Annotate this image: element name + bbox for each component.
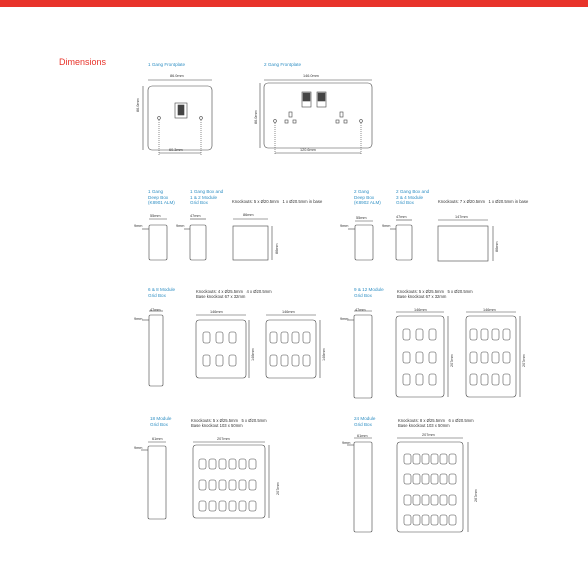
b5-side-label: 9mm [134,317,143,321]
box-3-title: 2 Gang Deep Box (K8902 ALM) [354,189,381,206]
box-8-title: 24 Module Grid Box [354,416,376,427]
b2-width-label: 86mm [243,213,254,217]
box-7-title: 18 Module Grid Box [150,416,172,427]
box-4-knockouts: Knockouts: 7 x Ø20.5mm 1 x Ø20.5mm in ba… [438,199,529,204]
b5-width2-label: 146mm [282,310,295,314]
box-1-title: 1 Gang Deep Box (K8901 ALM) [148,189,175,206]
box-5-drawing [142,310,321,387]
b2-side-label: 9mm [176,224,185,228]
b3-depth-label: 55mm [356,216,367,220]
b8-side-label: 9mm [342,441,351,445]
box-7-drawing [141,441,270,520]
page-heading: Dimensions [59,57,107,67]
b6-depth-label: 47mm [355,308,366,312]
b6-side-label: 9mm [340,317,349,321]
b6-width1-label: 146mm [414,308,427,312]
box-5-title: 6 & 8 Module Grid Box [148,287,176,298]
b1-depth-label: 55mm [150,214,161,218]
box-6-drawing [347,310,521,399]
frontplate-2-drawing [259,79,373,155]
b6-width2-label: 146mm [483,308,496,312]
b7-width-label: 207mm [217,437,230,441]
fp2-centres-label: 120.6mm [300,148,316,152]
box-4-title: 2 Gang Box and 3 & 4 Module Grid Box [396,189,430,206]
b4-depth-label: 47mm [396,215,407,219]
box-1-drawing [142,218,168,261]
module-slots [198,328,511,526]
frontplate-1-drawing [142,79,213,155]
box-6-title: 9 & 12 Module Grid Box [354,287,384,298]
fp1-width-label: 86.0mm [170,74,184,78]
box-2-title: 1 Gang Box and 1 & 2 Module Grid Box [190,189,224,206]
b7-side-label: 9mm [134,446,143,450]
box-2-knockouts: Knockouts: 5 x Ø20.5mm 1 x Ø20.5mm in ba… [232,199,323,204]
b1-side-label: 9mm [134,224,143,228]
box-4-drawing [390,219,494,262]
box-8-knockouts: Knockouts: 8 x Ø25.5mm 6 x Ø20.5mm Base … [398,418,474,429]
box-2-drawing [184,218,273,261]
box-7-knockouts: Knockouts: 5 x Ø25.5mm 5 x Ø20.5mm Base … [191,418,267,429]
fp2-width-label: 146.0mm [303,74,319,78]
box-3-drawing [348,220,374,261]
b8-depth-label: 61mm [357,434,368,438]
b4-width-label: 147mm [455,215,468,219]
b5-depth-label: 47mm [150,308,161,312]
frontplate-1-title: 1 Gang Frontplate [148,62,186,67]
b5-width1-label: 146mm [210,310,223,314]
top-accent-bar [0,0,588,7]
box-6-knockouts: Knockouts: 5 x Ø25.5mm 5 x Ø20.5mm Base … [397,289,473,300]
b2-depth-label: 47mm [190,214,201,218]
box-8-drawing [347,437,469,533]
b3-side-label: 9mm [340,224,349,228]
frontplate-2-title: 2 Gang Frontplate [264,62,302,67]
b7-depth-label: 61mm [152,437,163,441]
box-5-knockouts: Knockouts: 4 x Ø25.5mm 4 x Ø20.5mm Base … [196,289,272,300]
b4-side-label: 9mm [382,224,391,228]
b8-width-label: 207mm [422,433,435,437]
